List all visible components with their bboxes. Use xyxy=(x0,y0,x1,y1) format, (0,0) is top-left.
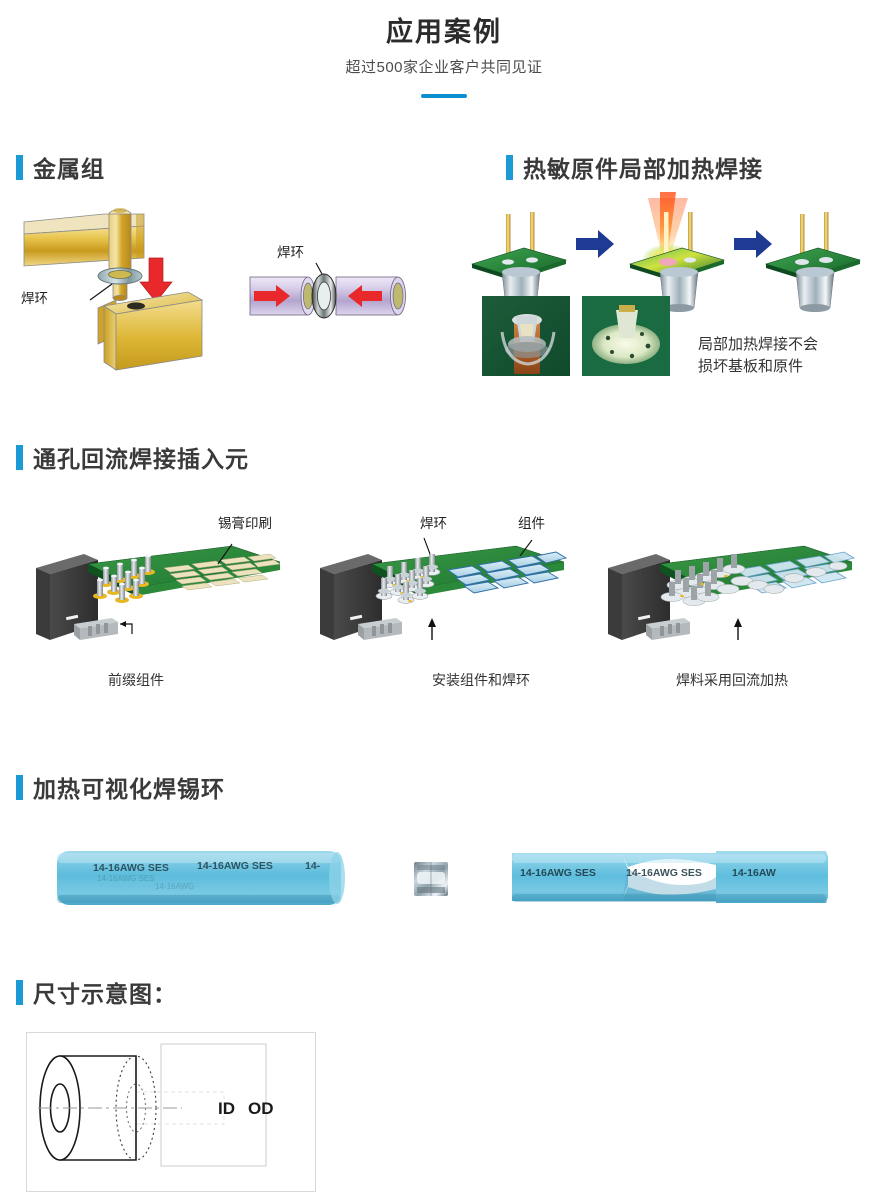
stage-2 xyxy=(628,192,726,312)
section-heading-through-hole-reflow: 通孔回流焊接插入元 xyxy=(16,440,249,474)
label-solder-paste-printing: 锡膏印刷 xyxy=(218,516,272,531)
pcb-reflow-illustration xyxy=(608,545,856,640)
tube-marking: 14-16AWG SES xyxy=(93,862,169,874)
page-header: 应用案例 超过500家企业客户共同见证 xyxy=(0,0,888,98)
product-solder-ring xyxy=(410,856,454,902)
label-solder-ring-1: 焊环 xyxy=(21,291,48,306)
section-heading-dimension-diagram: 尺寸示意图： xyxy=(16,975,177,1009)
figure-pcb-mount xyxy=(320,528,570,658)
section-heading-label: 金属组 xyxy=(33,156,105,182)
tube-marking: 14- xyxy=(305,860,321,872)
figure-pcb-reflow xyxy=(608,528,858,658)
svg-text:14-16AWG: 14-16AWG xyxy=(155,882,194,891)
section-heading-heat-visual-ring: 加热可视化焊锡环 xyxy=(16,770,225,804)
figure-pcb-paste xyxy=(36,528,286,658)
page-title: 应用案例 xyxy=(386,17,502,47)
pin-cluster xyxy=(93,554,155,603)
process-arrow-2 xyxy=(734,230,772,258)
product-tube-straight: 14-16AWG SES 14-16AWG SES 14- 14-16AWG S… xyxy=(55,843,345,915)
svg-text:14-16AWG SES: 14-16AWG SES xyxy=(97,874,155,883)
heading-accent-bar xyxy=(16,154,23,180)
label-solder-ring-2: 焊环 xyxy=(277,245,304,260)
section-heading-label: 尺寸示意图： xyxy=(33,981,177,1007)
section-heading-label: 加热可视化焊锡环 xyxy=(33,776,225,802)
figure-pin-block xyxy=(16,196,236,386)
label-id: ID xyxy=(218,1099,235,1118)
caption-line-1: 局部加热焊接不会 xyxy=(698,336,819,353)
caption-line-2: 损坏基板和原件 xyxy=(698,357,804,375)
process-arrow-1 xyxy=(576,230,614,258)
section-heading-label: 热敏原件局部加热焊接 xyxy=(523,156,763,182)
photo-inset-copper xyxy=(482,296,570,376)
pin-block-illustration xyxy=(23,207,204,371)
tube-joint-illustration xyxy=(249,262,406,319)
figure-localized-heating-process xyxy=(462,192,882,382)
caption-heat-sensitive: 局部加热焊接不会 损坏基板和原件 xyxy=(698,334,818,378)
localized-heating-illustration xyxy=(470,192,862,376)
section-heading-label: 通孔回流焊接插入元 xyxy=(33,446,249,472)
tube-straight-photo: 14-16AWG SES 14-16AWG SES 14- 14-16AWG S… xyxy=(57,851,345,905)
label-solder-ring-3: 焊环 xyxy=(420,516,447,531)
stage-3 xyxy=(764,212,862,312)
label-component: 组件 xyxy=(518,516,545,531)
tube-marking: 14-16AWG SES xyxy=(626,867,702,879)
product-tube-shrunk: 14-16AWG SES 14-16AWG SES 14-16AW xyxy=(510,845,835,915)
dimension-drawing: ID OD xyxy=(26,1032,316,1192)
heading-accent-bar xyxy=(16,444,23,470)
section-heading-heat-sensitive: 热敏原件局部加热焊接 xyxy=(506,150,763,184)
pcb-mount-illustration xyxy=(320,537,568,640)
section-heading-metal-assembly: 金属组 xyxy=(16,150,105,184)
tube-marking: 14-16AW xyxy=(732,867,776,879)
page-subtitle: 超过500家企业客户共同见证 xyxy=(345,58,543,76)
tube-marking: 14-16AWG SES xyxy=(520,867,596,879)
heading-accent-bar xyxy=(506,154,513,180)
pcb-paste-illustration xyxy=(36,543,281,640)
figure-tube-joint xyxy=(249,255,420,335)
heading-accent-bar xyxy=(16,774,23,800)
tube-shrunk-photo: 14-16AWG SES 14-16AWG SES 14-16AW xyxy=(512,851,828,903)
caption-prefix-assembly: 前缀组件 xyxy=(108,672,164,688)
tube-marking: 14-16AWG SES xyxy=(197,860,273,872)
solder-ring-photo xyxy=(414,862,448,896)
title-divider xyxy=(421,93,467,98)
label-od: OD xyxy=(248,1099,274,1118)
figure-dimension-drawing: ID OD xyxy=(26,1032,316,1192)
photo-inset-solder-blob xyxy=(582,296,670,376)
caption-mount-components: 安装组件和焊环 xyxy=(432,672,530,688)
caption-reflow-heating: 焊料采用回流加热 xyxy=(676,672,788,688)
heading-accent-bar xyxy=(16,979,23,1005)
